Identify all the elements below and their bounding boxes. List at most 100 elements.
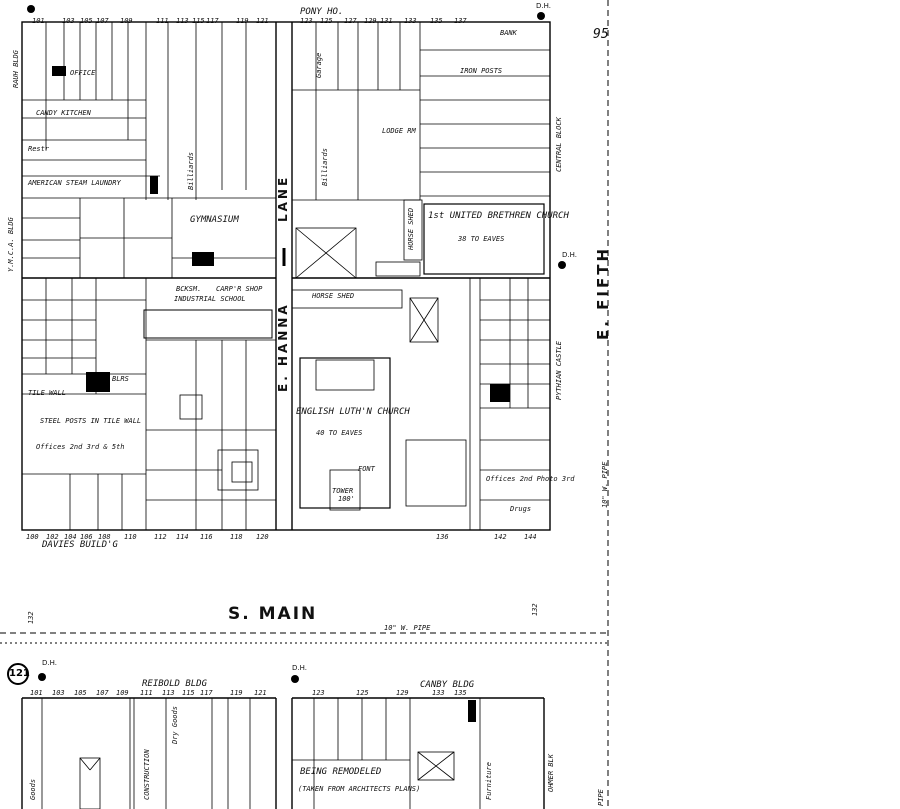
street-number: 125 [356, 689, 369, 697]
building-label-being-remodeled: BEING REMODELED [300, 767, 382, 777]
street-number: 119 [230, 689, 243, 697]
building-label-pythian-castle: PYTHIAN CASTLE [555, 340, 563, 400]
street-number: 115 [192, 17, 205, 25]
hydrant-dot-top-left [27, 5, 35, 13]
street-number: 106 [80, 533, 93, 541]
boiler-marks [52, 66, 510, 722]
street-number: 118 [230, 533, 243, 541]
street-number: 129 [396, 689, 409, 697]
building-label-lutheran-eaves: 40 TO EAVES [316, 429, 363, 437]
building-label-drugs: Drugs [510, 505, 532, 513]
street-number: 116 [200, 533, 213, 541]
street-number: 115 [182, 689, 195, 697]
upper-right-lots [292, 22, 550, 279]
building-label-bank: BANK [500, 29, 517, 37]
building-label-offices: Offices 2nd 3rd & 5th [36, 443, 125, 451]
building-label-iron-posts: IRON POSTS [460, 67, 503, 75]
street-number: 103 [62, 17, 75, 25]
street-number: 133 [404, 17, 417, 25]
hydrant-dot-top-right [537, 12, 545, 20]
street-number: 105 [80, 17, 93, 25]
street-number: 133 [432, 689, 445, 697]
building-label-rauh-bldg: RAUH BLDG [12, 50, 20, 88]
lower-block-lots [41, 698, 481, 809]
building-label-billiards-left: Billiards [187, 152, 195, 190]
street-number: 101 [30, 689, 43, 697]
lower-left-lots [22, 278, 276, 530]
street-number: 123 [300, 17, 313, 25]
hydrant-label: D.H. [562, 251, 577, 259]
bottom-pipe-label: PIPE [597, 789, 605, 806]
street-number: 108 [98, 533, 111, 541]
building-label-tile-wall: TILE WALL [28, 389, 66, 397]
street-number: 111 [140, 689, 153, 697]
main-pipe-label: 10" W. PIPE [384, 624, 431, 632]
building-label-lodge-rm: LODGE RM [382, 127, 416, 135]
street-number: 104 [64, 533, 77, 541]
building-label-lutheran-church: ENGLISH LUTH'N CHURCH [296, 407, 410, 417]
street-number: 131 [380, 17, 393, 25]
building-label-ohmer-blk: OHMER BLK [547, 754, 555, 792]
hydrant-dot-lower-left [38, 673, 46, 681]
upper-block [21, 21, 551, 531]
building-label-horse-shed-small: HORSE SHED [407, 207, 415, 250]
building-label-ub-church-eaves: 38 TO EAVES [458, 235, 505, 243]
building-label-laundry: AMERICAN STEAM LAUNDRY [28, 179, 121, 187]
plate-number: 121 [7, 663, 30, 685]
street-number: 121 [254, 689, 267, 697]
lower-right-lots [291, 278, 550, 530]
street-number: 117 [200, 689, 213, 697]
building-label-office: OFFICE [70, 69, 96, 77]
street-number: 123 [312, 689, 325, 697]
upper-block-outline [21, 21, 551, 531]
street-lines [0, 632, 608, 644]
hydrant-label: D.H. [292, 664, 307, 672]
building-label-tower-100: 100' [338, 495, 355, 503]
building-label-tower: TOWER [332, 487, 354, 495]
hydrant-dot-lower-mid [291, 675, 299, 683]
building-label-central-block: CENTRAL BLOCK [555, 117, 563, 172]
building-label-candy-kitchen: CANDY KITCHEN [36, 109, 91, 117]
building-label-ub-church: 1st UNITED BRETHREN CHURCH [428, 211, 569, 221]
lower-block [21, 697, 545, 809]
street-number-main-right: 132 [531, 603, 539, 616]
street-number: 107 [96, 689, 109, 697]
street-number: 109 [116, 689, 129, 697]
building-label-font: FONT [358, 465, 375, 473]
street-number: 110 [124, 533, 137, 541]
hydrant-label: D.H. [536, 2, 551, 10]
building-label-ymca: Y.M.C.A. BLDG [7, 217, 15, 272]
street-number: 135 [454, 689, 467, 697]
building-label-davies-bldg: DAVIES BUILD'G [42, 540, 118, 550]
street-number: 142 [494, 533, 507, 541]
street-number: 135 [430, 17, 443, 25]
sheet-number: 95 [593, 27, 609, 42]
building-label-furniture: Furniture [485, 762, 493, 800]
street-number: 127 [344, 17, 357, 25]
building-label-pony-ho: PONY HO. [300, 7, 344, 17]
street-label-south-main: S. MAIN [228, 604, 318, 624]
building-label-offices-photo: Offices 2nd Photo 3rd [486, 475, 575, 483]
building-label-gymnasium: GYMNASIUM [190, 215, 239, 225]
street-number: 109 [120, 17, 133, 25]
street-label-east-hanna: E. HANNA [276, 302, 290, 392]
street-number: 111 [156, 17, 169, 25]
building-label-goods: Goods [29, 778, 37, 800]
building-label-garage: Garage [315, 52, 323, 78]
building-label-horse-shed: HORSE SHED [312, 292, 355, 300]
building-label-construction: CONSTRUCTION [143, 749, 151, 800]
building-label-taken-from: (TAKEN FROM ARCHITECTS PLANS) [298, 785, 421, 793]
street-number: 125 [320, 17, 333, 25]
street-number-main-left: 132 [27, 611, 35, 624]
street-number: 100 [26, 533, 39, 541]
building-label-industrial-school: INDUSTRIAL SCHOOL [174, 295, 246, 303]
street-number: 102 [46, 533, 59, 541]
street-number: 137 [454, 17, 467, 25]
building-label-carpe-shop: CARP'R SHOP [216, 285, 263, 293]
street-number: 120 [256, 533, 269, 541]
building-label-dry-goods: Dry Goods [171, 706, 179, 744]
street-number: 144 [524, 533, 537, 541]
street-number: 103 [52, 689, 65, 697]
street-number: 113 [162, 689, 175, 697]
